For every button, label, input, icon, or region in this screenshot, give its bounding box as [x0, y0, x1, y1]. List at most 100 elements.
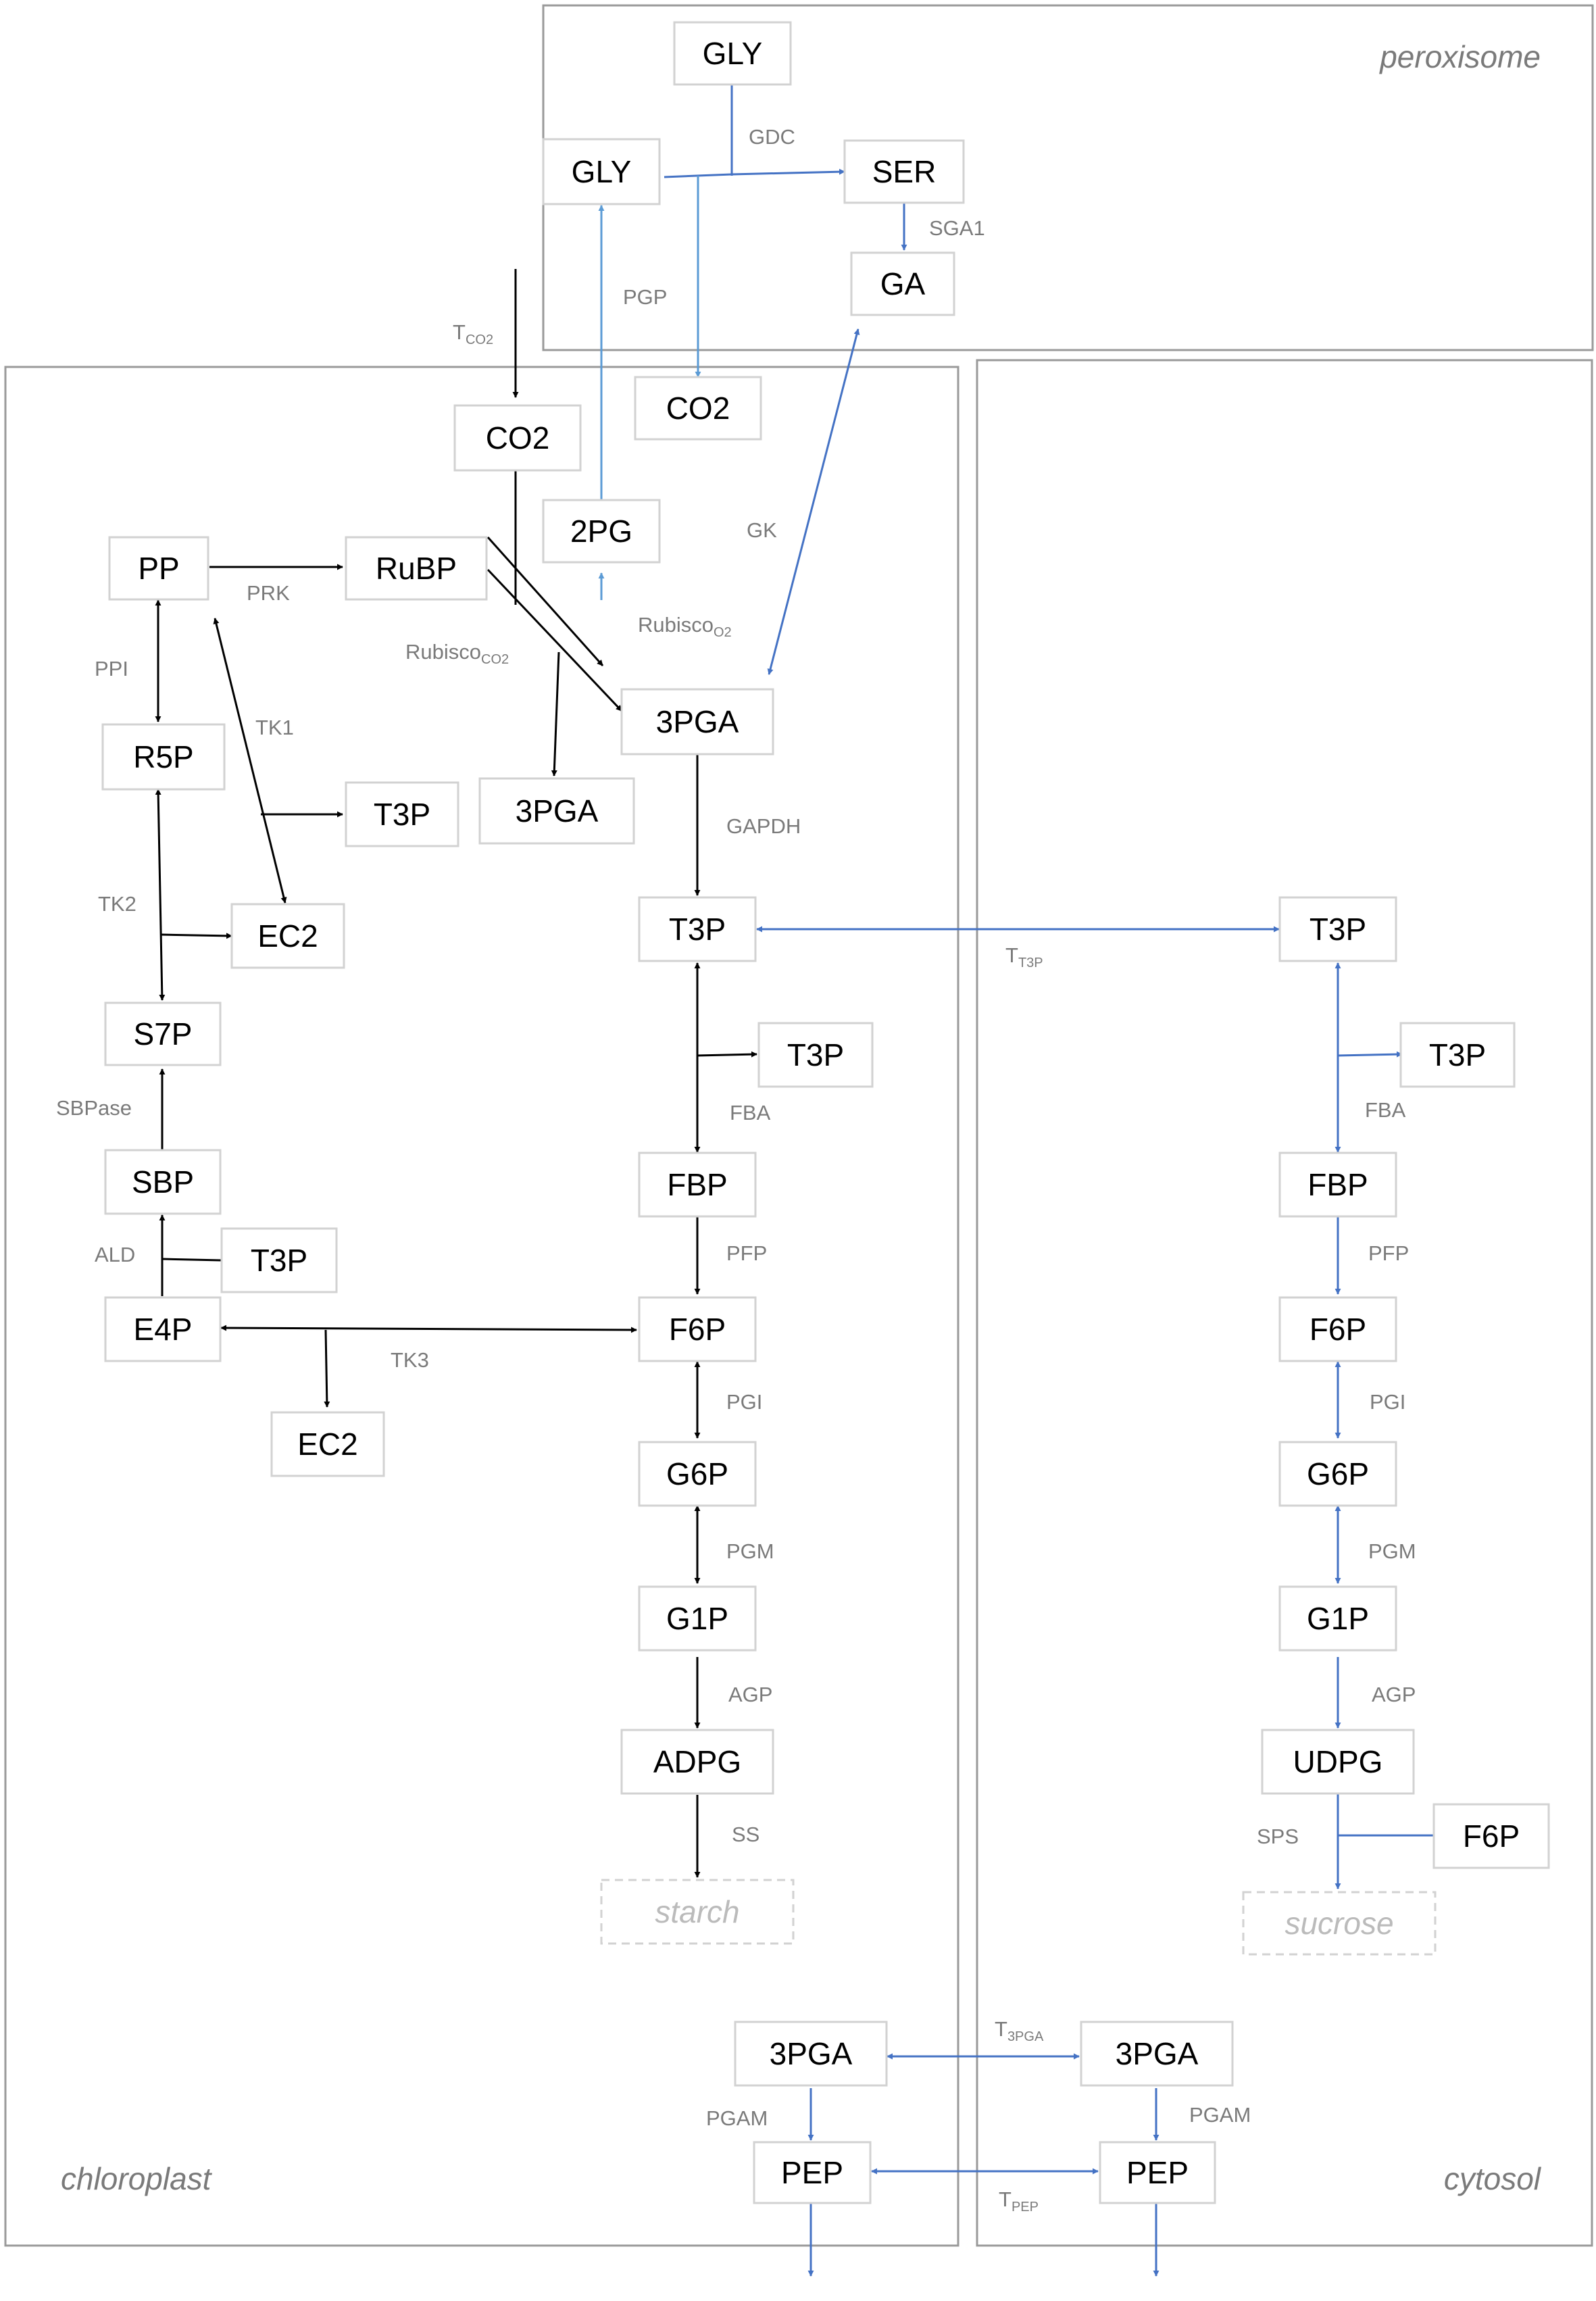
svg-text:T3P: T3P [374, 797, 430, 832]
node-t3p-chloroplast[interactable]: T3P [638, 896, 757, 962]
svg-text:PEP: PEP [781, 2155, 843, 2190]
enzyme-fba-cytosol: FBA [1365, 1098, 1406, 1122]
enzyme-labels: GDC SGA1 PGP GK TCO2 PRK RubiscoO2 Rubis… [56, 125, 1416, 2215]
node-ec2-tk2[interactable]: EC2 [230, 903, 345, 969]
enzyme-sbpase: SBPase [56, 1096, 132, 1120]
node-pp[interactable]: PP [108, 536, 209, 601]
enzyme-agp-chloroplast: AGP [728, 1683, 772, 1706]
enzyme-tk1: TK1 [255, 716, 294, 739]
node-sucrose[interactable]: sucrose [1242, 1891, 1437, 1956]
node-f6p-cytosol[interactable]: F6P [1278, 1296, 1397, 1362]
node-t3p-ald[interactable]: T3P [220, 1227, 338, 1293]
node-ser[interactable]: SER [843, 139, 965, 204]
node-sbp[interactable]: SBP [104, 1149, 222, 1215]
node-adpg[interactable]: ADPG [620, 1729, 774, 1795]
svg-text:3PGA: 3PGA [1116, 2036, 1199, 2071]
svg-text:G1P: G1P [1307, 1601, 1369, 1636]
node-e4p[interactable]: E4P [104, 1296, 222, 1362]
node-fbp-cytosol[interactable]: FBP [1278, 1152, 1397, 1218]
enzyme-fba-chloroplast: FBA [730, 1101, 771, 1124]
arrow-pp-ec2-tk1 [213, 618, 287, 904]
svg-text:FBP: FBP [667, 1167, 727, 1202]
enzyme-sga1: SGA1 [929, 216, 985, 240]
node-co2[interactable]: CO2 [453, 404, 582, 472]
node-g6p-cytosol[interactable]: G6P [1278, 1441, 1397, 1507]
node-t3p-fba-cytosol[interactable]: T3P [1399, 1022, 1516, 1088]
node-t3p-cytosol[interactable]: T3P [1278, 896, 1397, 962]
enzyme-pfp-cytosol: PFP [1368, 1241, 1409, 1265]
svg-text:R5P: R5P [133, 739, 193, 774]
enzyme-agp-cytosol: AGP [1372, 1683, 1416, 1706]
node-t3p-fba-chloroplast[interactable]: T3P [757, 1022, 874, 1088]
svg-text:G1P: G1P [666, 1601, 728, 1636]
node-2pg[interactable]: 2PG [542, 499, 661, 564]
node-3pga-cytosol[interactable]: 3PGA [1080, 2021, 1234, 2087]
svg-text:GLY: GLY [703, 36, 763, 71]
arrow-rubp-to-3pga-a [487, 536, 604, 667]
node-3pga-chloroplast[interactable]: 3PGA [620, 688, 774, 756]
svg-text:GLY: GLY [572, 154, 632, 189]
svg-text:FBP: FBP [1307, 1167, 1368, 1202]
enzyme-pgi-chloroplast: PGI [726, 1390, 762, 1414]
compartments: peroxisome chloroplast cytosol [4, 4, 1594, 2247]
node-fbp-chloroplast[interactable]: FBP [638, 1152, 757, 1218]
arrow-tk2-to-ec2 [159, 933, 232, 939]
transporter-tco2: TCO2 [453, 320, 493, 347]
chloroplast-compartment [4, 366, 959, 2247]
node-t3p-tk1[interactable]: T3P [345, 781, 459, 847]
svg-text:3PGA: 3PGA [516, 793, 599, 828]
svg-text:S7P: S7P [134, 1016, 193, 1051]
node-gly-peroxisome-top[interactable]: GLY [673, 21, 792, 86]
node-3pga-side[interactable]: 3PGA [478, 777, 635, 845]
node-g1p-cytosol[interactable]: G1P [1278, 1585, 1397, 1652]
arrow-fba-to-t3p [697, 1051, 757, 1058]
svg-text:T3P: T3P [1429, 1037, 1486, 1072]
node-rubp[interactable]: RuBP [345, 536, 488, 601]
node-s7p[interactable]: S7P [104, 1001, 222, 1066]
svg-text:SER: SER [872, 154, 937, 189]
svg-text:CO2: CO2 [666, 391, 730, 426]
svg-text:PEP: PEP [1126, 2155, 1189, 2190]
enzyme-rubisco-o2: RubiscoO2 [638, 613, 732, 640]
node-r5p[interactable]: R5P [101, 723, 226, 791]
node-f6p-sps[interactable]: F6P [1432, 1803, 1550, 1869]
svg-text:RuBP: RuBP [376, 551, 457, 586]
svg-text:T3P: T3P [669, 912, 726, 947]
node-pep-chloroplast[interactable]: PEP [753, 2141, 872, 2204]
node-f6p-chloroplast[interactable]: F6P [638, 1296, 757, 1362]
svg-text:ADPG: ADPG [653, 1744, 741, 1779]
node-ec2-tk3[interactable]: EC2 [270, 1411, 385, 1477]
enzyme-tk3: TK3 [391, 1348, 429, 1372]
node-starch[interactable]: starch [600, 1879, 795, 1945]
node-g6p-chloroplast[interactable]: G6P [638, 1441, 757, 1507]
arrow-tk3-to-ec2 [324, 1329, 330, 1408]
node-co2-peroxisome[interactable]: CO2 [634, 376, 762, 441]
node-3pga-chloroplast-lower[interactable]: 3PGA [734, 2021, 888, 2087]
svg-text:GA: GA [880, 266, 926, 301]
svg-text:EC2: EC2 [297, 1427, 357, 1462]
compartment-label-cytosol: cytosol [1444, 2161, 1542, 2196]
node-gly-peroxisome[interactable]: GLY [542, 138, 661, 205]
svg-text:UDPG: UDPG [1293, 1744, 1383, 1779]
node-ga[interactable]: GA [850, 251, 955, 316]
node-udpg[interactable]: UDPG [1261, 1729, 1415, 1795]
svg-text:G6P: G6P [666, 1456, 728, 1491]
arrow-e4p-f6p [220, 1325, 637, 1333]
svg-text:T3P: T3P [251, 1243, 307, 1278]
svg-text:E4P: E4P [134, 1312, 193, 1347]
node-pep-cytosol[interactable]: PEP [1099, 2141, 1216, 2204]
enzyme-pgm-cytosol: PGM [1368, 1539, 1416, 1563]
enzyme-prk: PRK [247, 581, 290, 605]
svg-text:F6P: F6P [669, 1312, 726, 1347]
enzyme-sps: SPS [1257, 1825, 1299, 1848]
transporter-t3pga: T3PGA [995, 2017, 1044, 2044]
svg-text:F6P: F6P [1310, 1312, 1366, 1347]
enzyme-pgi-cytosol: PGI [1370, 1390, 1405, 1414]
node-g1p-chloroplast[interactable]: G1P [638, 1585, 757, 1652]
svg-text:sucrose: sucrose [1285, 1906, 1393, 1941]
svg-text:EC2: EC2 [257, 918, 318, 954]
compartment-label-chloroplast: chloroplast [61, 2161, 213, 2196]
reaction-arrows [155, 84, 1434, 2277]
metabolite-nodes: GLY GLY SER GA CO2 CO2 2PG PP RuBP 3PGA … [101, 21, 1550, 2204]
arrow-ga-3pga [767, 328, 860, 675]
